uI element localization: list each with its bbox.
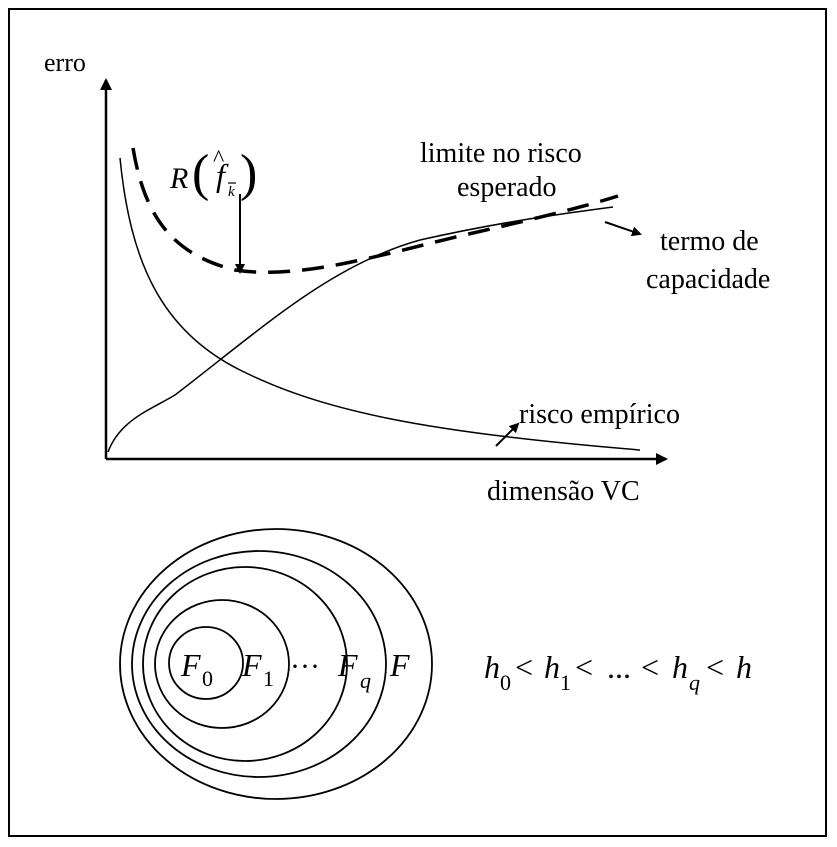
svg-text:h: h (672, 649, 688, 685)
svg-text:<: < (706, 649, 724, 685)
empirical-arrow (495, 422, 520, 447)
set-Fq-ellipse (131, 550, 387, 778)
svg-text:1: 1 (560, 670, 571, 695)
svg-text:q: q (689, 670, 700, 695)
svg-text:0: 0 (500, 670, 511, 695)
set-Fq-label: F q (337, 647, 371, 693)
svg-text:h: h (544, 649, 560, 685)
svg-text:<: < (575, 649, 593, 685)
risk-bound-curve (131, 147, 619, 274)
capacity-label-line2: capacidade (646, 264, 770, 295)
svg-text:q: q (360, 668, 371, 693)
set-dots-ellipse (142, 566, 348, 762)
empirical-label: risco empírico (519, 399, 680, 430)
x-axis-label: dimensão VC (487, 476, 640, 507)
bound-label-line2: esperado (457, 172, 557, 203)
svg-text:h: h (484, 649, 500, 685)
set-F0-label: F 0 (180, 647, 213, 691)
set-F0-ellipse (168, 626, 244, 700)
svg-text:^: ^ (213, 146, 224, 172)
minimum-risk-label: R ( f ^ k ) (169, 145, 257, 202)
svg-text:0: 0 (202, 666, 213, 691)
svg-text:): ) (240, 145, 257, 202)
set-F1-ellipse (154, 599, 290, 729)
svg-text:...: ... (607, 649, 631, 685)
svg-text:F: F (241, 647, 262, 683)
set-F1-label: F 1 (241, 647, 274, 691)
svg-text:1: 1 (263, 666, 274, 691)
set-F-label: F (389, 647, 410, 683)
svg-text:(: ( (192, 145, 209, 202)
capacity-arrow (604, 221, 642, 237)
svg-text:<: < (641, 649, 659, 685)
bound-label-line1: limite no risco (420, 138, 582, 169)
set-ellipsis: ··· (290, 650, 320, 683)
svg-text:<: < (515, 649, 533, 685)
capacity-term-curve (107, 206, 614, 453)
set-F-ellipse (119, 528, 433, 800)
svg-text:h: h (736, 649, 752, 685)
capacity-label-line1: termo de (660, 226, 759, 257)
y-axis-label: erro (44, 48, 86, 77)
svg-text:k: k (228, 184, 235, 200)
svg-text:F: F (337, 647, 358, 683)
svg-text:R: R (169, 162, 188, 195)
svg-text:F: F (180, 647, 201, 683)
vc-dimension-relation: h 0 < h 1 < ... < h q < h (484, 649, 752, 695)
empirical-risk-curve (119, 157, 641, 451)
figure-frame (8, 8, 827, 837)
